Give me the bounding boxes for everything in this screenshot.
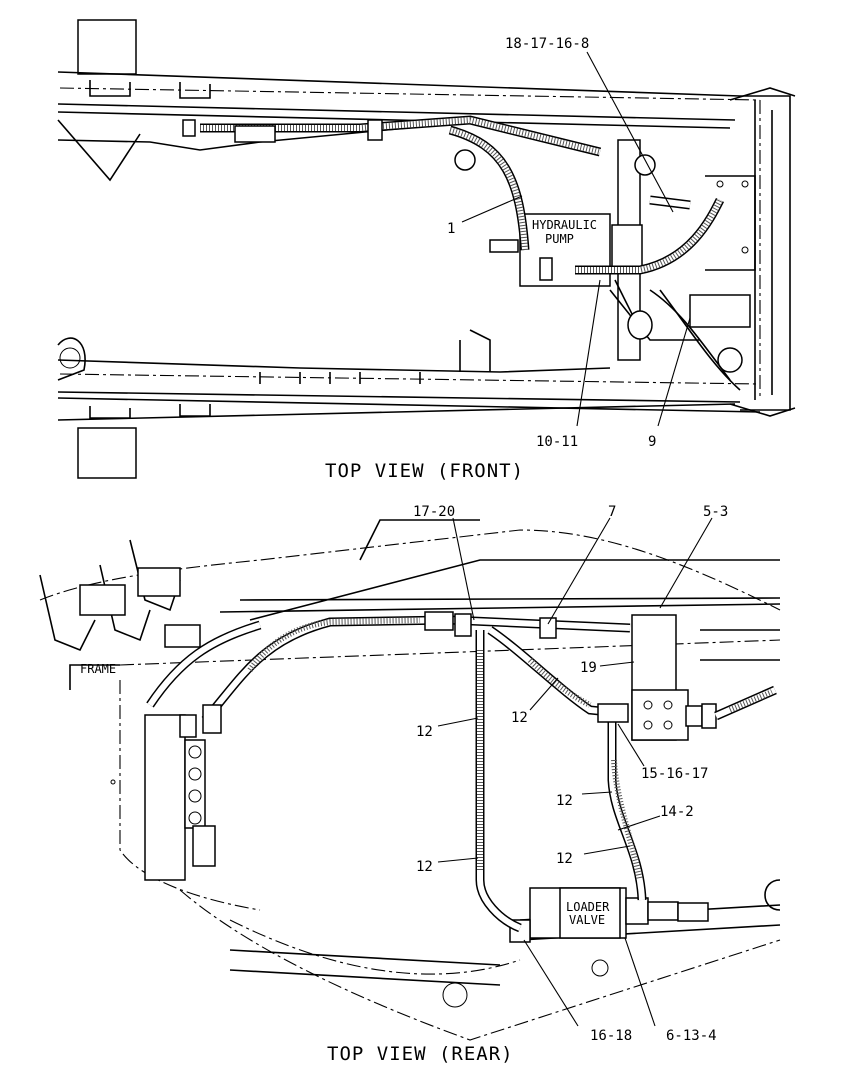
front-hoses: [182, 115, 751, 391]
callout-10-11: 10-11: [536, 434, 578, 450]
rear-view-caption: TOP VIEW (REAR): [327, 1043, 514, 1065]
callout-7: 7: [608, 504, 616, 520]
leader-12-c: [581, 791, 613, 795]
leader-12-a: [437, 717, 479, 727]
front-frame-right-end: [705, 87, 796, 417]
leader-9: [657, 317, 691, 427]
leader-12-d: [437, 857, 479, 863]
leader-16-18: [523, 939, 579, 1027]
rear-view: FRAME LOADER VALVE: [39, 504, 781, 1065]
leader-5-3: [659, 517, 713, 609]
callout-12-b: 12: [511, 710, 528, 726]
front-frame-rails: [57, 71, 761, 421]
pump-label-line1: HYDRAULIC: [532, 218, 597, 232]
loader-valve-label-line1: LOADER: [566, 900, 610, 914]
front-track-block-bottom: [77, 427, 137, 479]
callout-16-18: 16-18: [590, 1028, 632, 1044]
callout-12-a: 12: [416, 724, 433, 740]
leader-6-13-4: [624, 937, 656, 1027]
front-track-block-top: [77, 19, 137, 75]
leader-12-e: [583, 845, 631, 855]
callout-6-13-4: 6-13-4: [666, 1028, 717, 1044]
callout-15-16-17: 15-16-17: [641, 766, 708, 782]
leader-15-16-17: [617, 723, 645, 767]
callout-19: 19: [580, 660, 597, 676]
loader-valve-label-line2: VALVE: [569, 913, 605, 927]
loader-valve: LOADER VALVE: [509, 887, 709, 943]
rear-hoses: [146, 611, 777, 933]
callout-18-17-16-8: 18-17-16-8: [505, 36, 589, 52]
leader-18-17-16-8: [586, 51, 674, 213]
rear-frame-uprights: [39, 539, 201, 652]
front-view: HYDRAULIC PUMP: [57, 19, 796, 482]
callout-17-20: 17-20: [413, 504, 455, 520]
front-view-caption: TOP VIEW (FRONT): [325, 460, 524, 482]
frame-label: FRAME: [80, 662, 116, 676]
callout-12-c: 12: [556, 793, 573, 809]
leader-14-2: [617, 815, 661, 831]
callout-12-e: 12: [556, 851, 573, 867]
callout-1: 1: [447, 221, 455, 237]
leader-10-11: [576, 279, 601, 427]
callout-14-2: 14-2: [660, 804, 694, 820]
leader-19: [599, 661, 635, 667]
leader-12-b: [529, 677, 559, 711]
leader-7: [547, 517, 611, 625]
leader-17-20: [452, 517, 475, 621]
callout-9: 9: [648, 434, 656, 450]
callout-12-d: 12: [416, 859, 433, 875]
leader-1: [461, 195, 523, 223]
pump-label-line2: PUMP: [545, 232, 574, 246]
control-valve-stack: [144, 714, 216, 881]
valve-19: [631, 614, 717, 741]
callout-5-3: 5-3: [703, 504, 728, 520]
